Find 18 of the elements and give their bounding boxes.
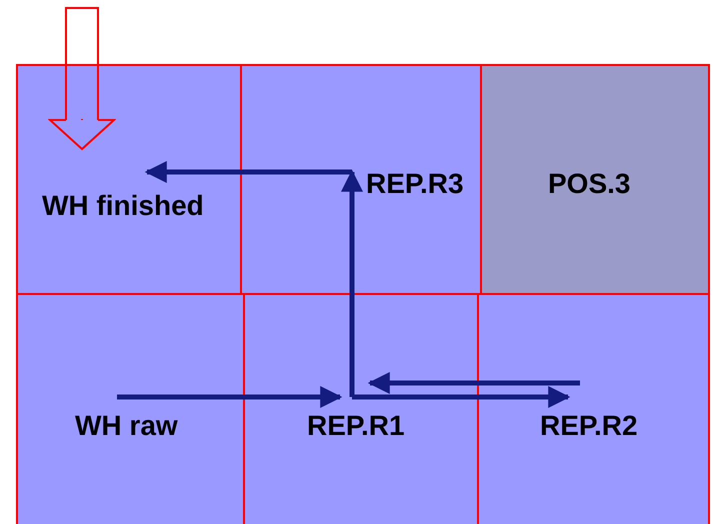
cell-label: REP.R2	[540, 412, 638, 440]
arrow	[144, 161, 352, 183]
cell-label: REP.R1	[307, 412, 405, 440]
arrow	[368, 372, 580, 394]
arrow	[352, 386, 570, 408]
cell-label: WH finished	[42, 192, 204, 220]
grid-cell	[16, 293, 245, 524]
arrow	[117, 386, 342, 408]
cell-label: REP.R3	[366, 170, 464, 198]
grid-cell	[477, 293, 710, 524]
grid-cell	[240, 64, 482, 295]
grid-cell	[16, 64, 242, 295]
grid-cell	[480, 64, 710, 295]
arrow	[341, 170, 363, 397]
cell-label: WH raw	[75, 412, 178, 440]
block-arrow	[49, 7, 115, 150]
grid-cell	[243, 293, 479, 524]
cell-label: POS.3	[548, 170, 630, 198]
